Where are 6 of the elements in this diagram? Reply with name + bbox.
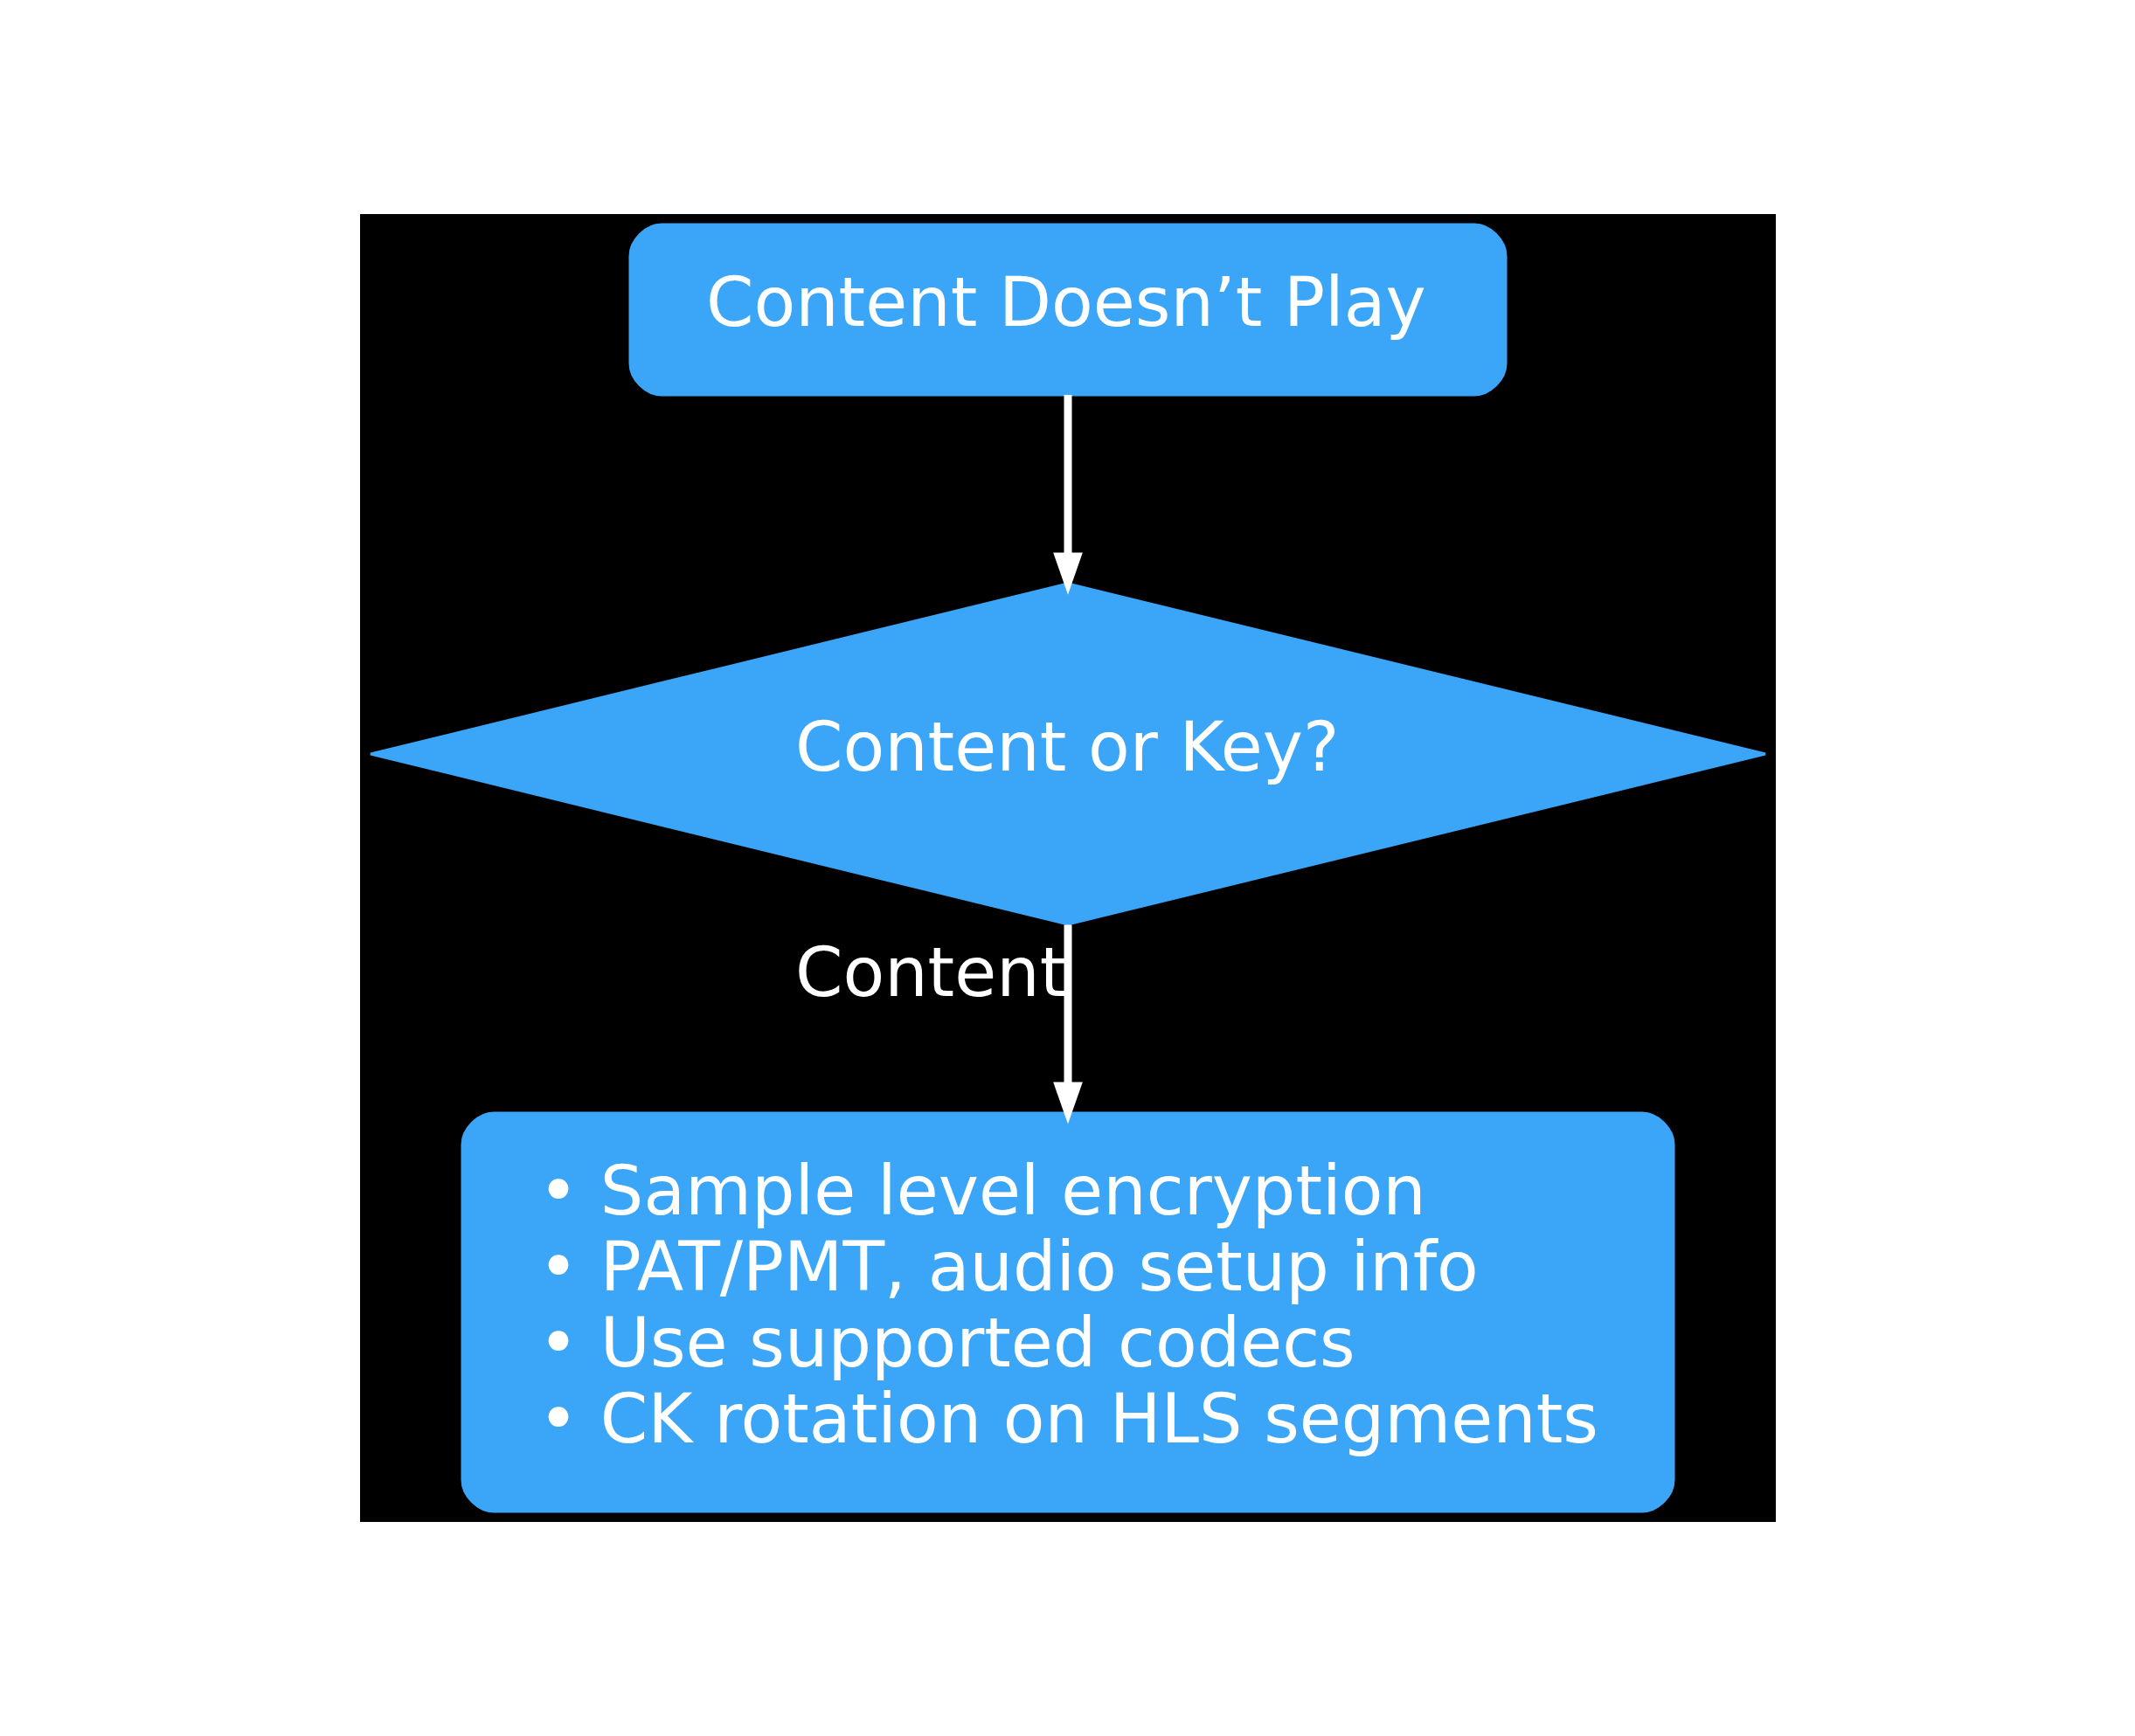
node-diamond: Content or Key? <box>369 582 1766 926</box>
node-box: Content Doesn’t Play <box>628 223 1507 397</box>
arrow <box>1052 924 1083 1124</box>
node-box: • Sample level encryption • PAT/PMT, audio setup info • Use supported codecs • CK rotation on HLS segments <box>461 1111 1674 1513</box>
edge-label: Content <box>794 933 1066 1013</box>
arrow <box>1052 395 1083 595</box>
